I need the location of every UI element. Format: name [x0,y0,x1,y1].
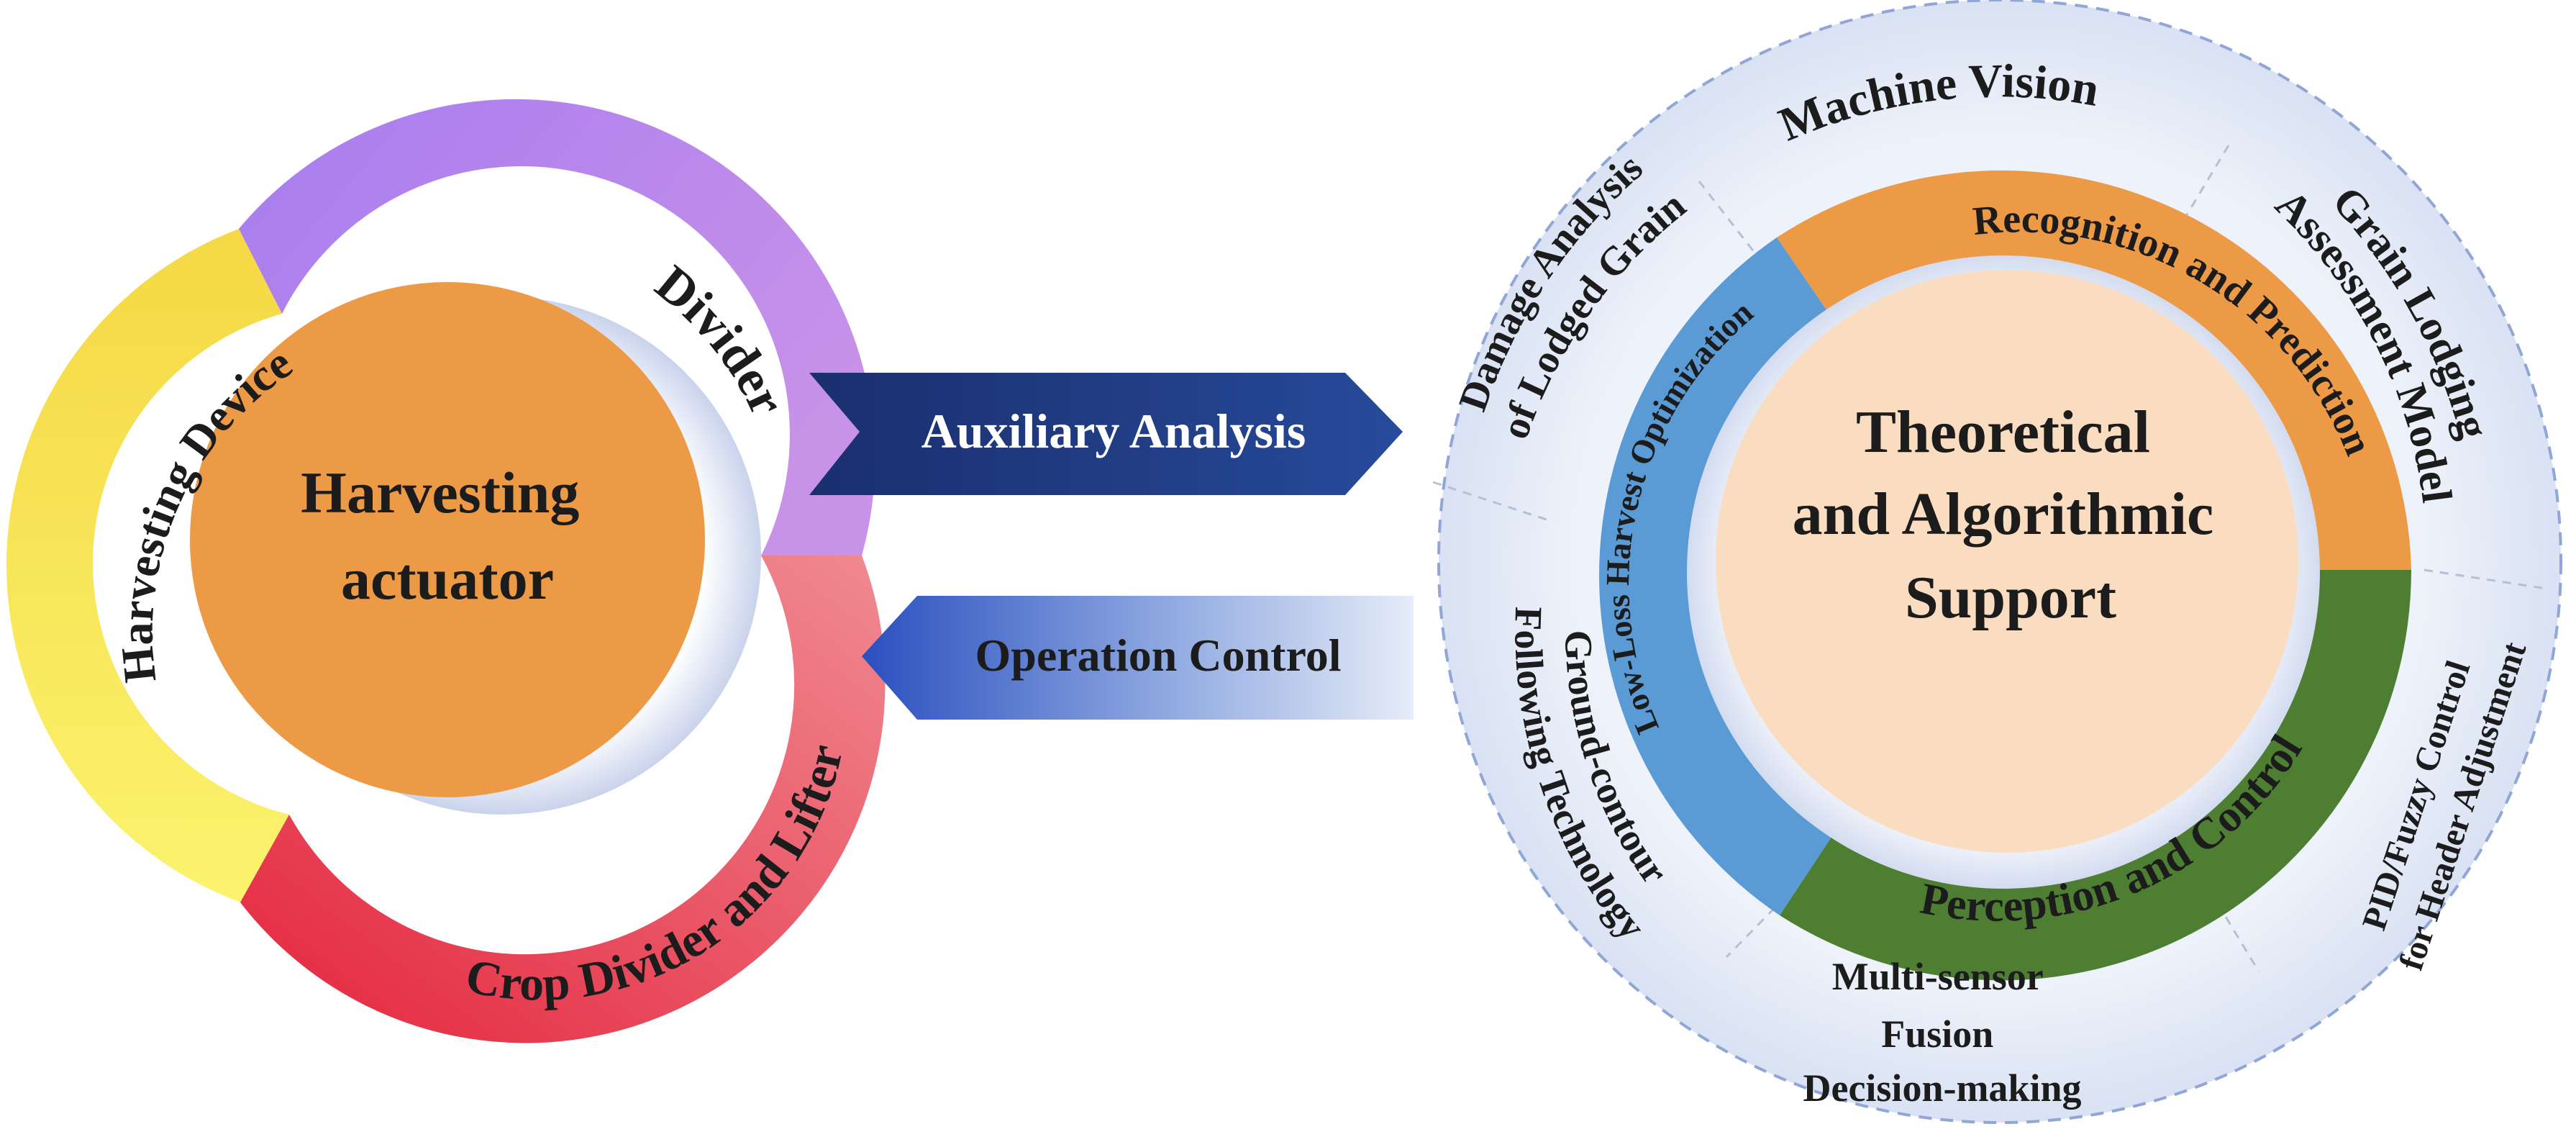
multi-sensor-label-3: Decision-making [1803,1066,2081,1110]
harvesting-device-segment [6,229,290,902]
svg-text:Multi-sensor Fusion: Multi-sensor Fusion Decision-making [1803,955,2081,1110]
auxiliary-analysis-label: Auxiliary Analysis [921,404,1306,458]
operation-control-label: Operation Control [975,630,1341,681]
left-center-line1: Harvesting [301,460,579,525]
right-center-line2: and Algorithmic [1793,481,2214,548]
right-module: Theoretical and Algorithmic Support Reco… [1432,0,2562,1124]
svg-text:Harvesting actuator: Harvesting actuator [301,460,594,612]
left-module: Harvesting actuator Divider Harvesting D… [6,99,886,1043]
right-center-line3: Support [1905,564,2116,631]
recognition-prediction-segment [1777,170,2411,570]
left-center-line2: actuator [341,546,554,612]
svg-text:Theoretical and Algorith: Theoretical and Algorithmic Support [1793,399,2229,631]
arrows: Auxiliary Analysis Operation Control [809,373,1414,720]
auxiliary-analysis-arrow [809,373,1403,495]
right-center-circle [1716,270,2298,853]
multi-sensor-label-2: Fusion [1881,1012,1993,1056]
divider-segment [239,99,875,556]
crop-divider-segment [240,556,886,1043]
left-center-circle [190,282,705,797]
multi-sensor-label-1: Multi-sensor [1832,955,2043,998]
low-loss-segment [1599,237,1833,915]
operation-control-arrow [862,596,1414,720]
right-center-line1: Theoretical [1856,399,2150,466]
